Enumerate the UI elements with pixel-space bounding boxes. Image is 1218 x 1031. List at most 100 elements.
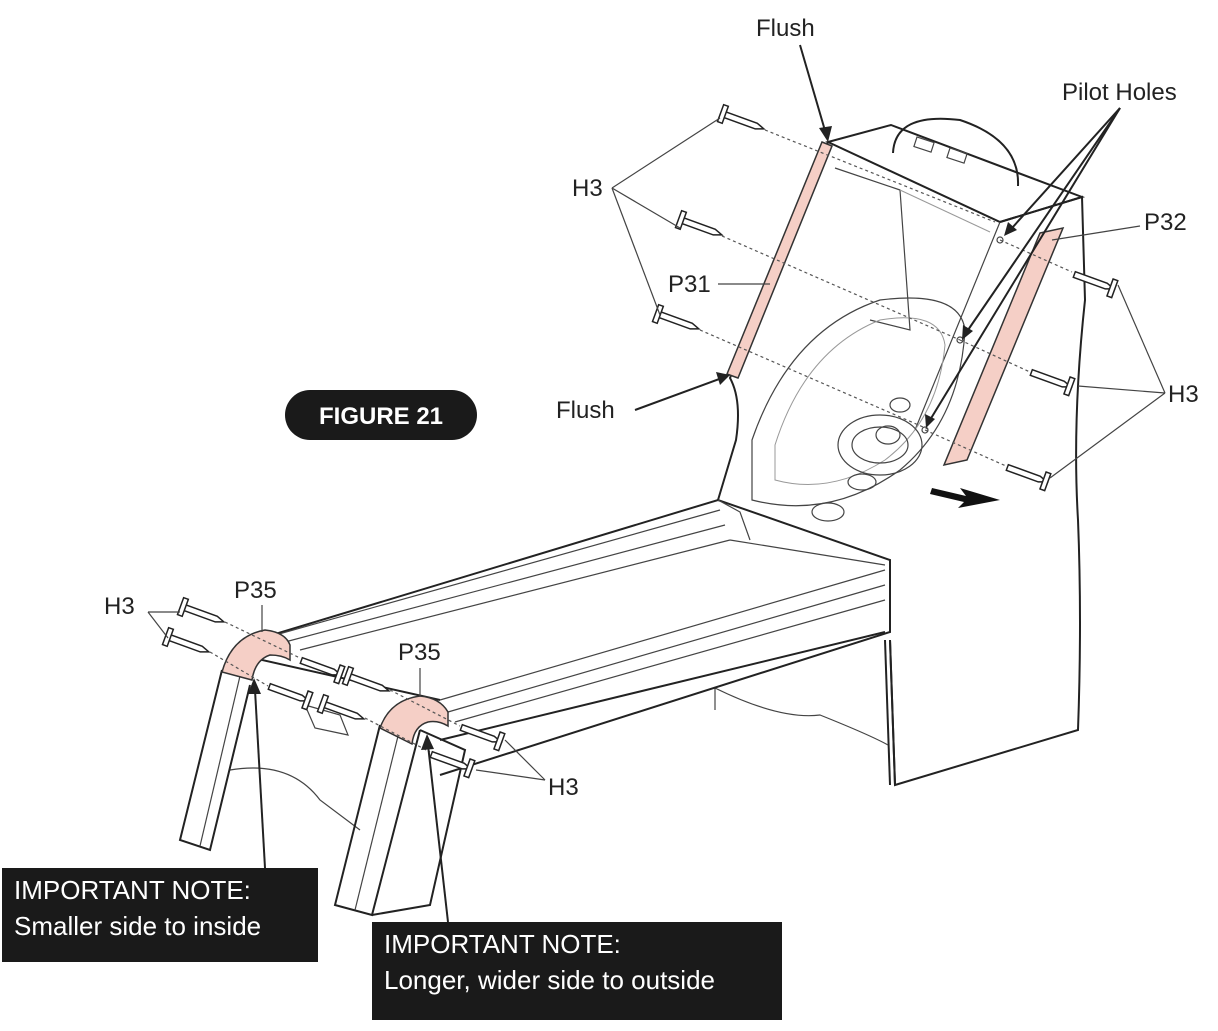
leader-h3 bbox=[504, 739, 546, 781]
alignment-line bbox=[389, 689, 461, 727]
label-p32: P32 bbox=[1144, 209, 1187, 236]
screw-icon bbox=[429, 750, 476, 779]
cabinet-top bbox=[825, 123, 1086, 224]
lane-rail-right-top bbox=[439, 569, 886, 701]
marquee-slot bbox=[913, 136, 935, 153]
leader-h3 bbox=[611, 187, 681, 229]
leaders bbox=[147, 44, 1166, 923]
arrow-icon bbox=[962, 325, 973, 340]
screw-icon bbox=[1072, 270, 1119, 299]
screw-icon bbox=[316, 693, 366, 720]
scoring-ramp-inner bbox=[774, 317, 946, 485]
label-flush-mid: Flush bbox=[556, 397, 615, 424]
leader-h3 bbox=[611, 117, 721, 189]
screw-icon bbox=[176, 596, 226, 623]
lane-end bbox=[729, 539, 886, 566]
arrow-icon bbox=[716, 372, 730, 385]
label-p35-right: P35 bbox=[398, 639, 441, 666]
part-p35-right bbox=[379, 695, 449, 746]
lane-side bbox=[439, 631, 886, 741]
figure-title: FIGURE 21 bbox=[319, 403, 443, 430]
alignment-lines bbox=[209, 129, 1073, 753]
score-hole-bottom bbox=[811, 502, 845, 522]
label-p35-left: P35 bbox=[234, 577, 277, 604]
label-p31: P31 bbox=[668, 271, 711, 298]
screw-icon bbox=[161, 626, 211, 653]
leader-h3 bbox=[1117, 284, 1166, 394]
note-text: Smaller side to inside bbox=[14, 911, 262, 941]
screw-icon bbox=[299, 656, 346, 685]
leader-pilot-2 bbox=[967, 107, 1121, 331]
lane-rail-line bbox=[271, 509, 721, 637]
leg-left bbox=[178, 669, 251, 852]
lane-rail-line bbox=[284, 524, 726, 643]
lane-rail-right-line bbox=[454, 599, 886, 723]
screw-icon bbox=[1029, 368, 1076, 397]
marquee-arch bbox=[892, 117, 1020, 187]
screw-icon bbox=[341, 665, 391, 692]
cabinet-right-front-edge bbox=[914, 221, 1001, 431]
alignment-line bbox=[721, 235, 961, 341]
lane-rail-right-line bbox=[447, 584, 886, 713]
screws bbox=[161, 103, 1119, 779]
leader-p32 bbox=[1051, 225, 1141, 241]
alignment-line bbox=[959, 339, 1031, 373]
figure-badge: FIGURE 21 bbox=[285, 390, 477, 440]
pilot-hole bbox=[996, 236, 1004, 244]
part-p32 bbox=[942, 226, 1065, 467]
arrow-icon bbox=[1004, 222, 1017, 236]
score-hole-large bbox=[837, 414, 923, 476]
important-note-outside: IMPORTANT NOTE: Longer, wider side to ou… bbox=[372, 922, 782, 1020]
pilot-hole bbox=[921, 426, 929, 434]
label-h3-right: H3 bbox=[1168, 381, 1199, 408]
leader-h3 bbox=[611, 187, 661, 316]
screw-icon bbox=[674, 209, 724, 236]
leader-h3 bbox=[1049, 392, 1166, 479]
direction-arrow-icon bbox=[930, 488, 1000, 508]
important-note-inside: IMPORTANT NOTE: Smaller side to inside bbox=[2, 868, 318, 962]
alignment-line bbox=[764, 129, 996, 223]
leader-flush-mid bbox=[634, 377, 723, 411]
score-hole-low bbox=[847, 473, 877, 491]
alignment-line bbox=[924, 429, 1007, 467]
leader-pilot-3 bbox=[929, 107, 1121, 421]
arrow-icon bbox=[819, 126, 832, 142]
cabinet bbox=[714, 117, 1087, 787]
leader-flush-top bbox=[799, 44, 827, 135]
leg-right bbox=[333, 724, 421, 917]
leader-h3 bbox=[147, 611, 169, 639]
leg-right-edge bbox=[354, 727, 401, 911]
label-h3-front-left: H3 bbox=[104, 593, 135, 620]
leader-note-1 bbox=[254, 689, 266, 869]
lane-apron-curve bbox=[229, 767, 361, 831]
cabinet-inner-top bbox=[899, 189, 991, 233]
arrow-icon bbox=[925, 414, 935, 428]
lane-outline bbox=[261, 498, 891, 776]
label-h3-upper-left: H3 bbox=[572, 175, 603, 202]
lane-end-left bbox=[717, 499, 751, 541]
figure-badge-bg bbox=[285, 390, 477, 440]
arrow-icon bbox=[248, 678, 261, 694]
screw-icon bbox=[459, 723, 506, 752]
leader-h3 bbox=[1077, 385, 1166, 394]
cabinet-base-curve bbox=[714, 687, 889, 746]
alignment-line bbox=[364, 717, 431, 753]
cabinet-base-front bbox=[884, 639, 891, 786]
marquee-slot bbox=[946, 147, 968, 164]
cabinet-inner-back bbox=[834, 167, 911, 331]
screw-icon bbox=[1005, 463, 1052, 492]
part-p31 bbox=[726, 141, 833, 379]
note-text: Longer, wider side to outside bbox=[384, 965, 715, 995]
label-h3-front-right: H3 bbox=[548, 774, 579, 801]
screw-icon bbox=[716, 103, 766, 130]
pilot-hole bbox=[956, 336, 964, 344]
alignment-line bbox=[999, 239, 1073, 273]
lane-rail-inner bbox=[299, 539, 731, 651]
leader-note-2 bbox=[427, 744, 449, 923]
score-hole-center bbox=[875, 425, 901, 445]
screw-icon bbox=[267, 682, 314, 711]
screw-icon bbox=[651, 303, 701, 330]
leader-pilot-1 bbox=[1011, 107, 1121, 229]
leg-left-edge bbox=[199, 675, 241, 847]
